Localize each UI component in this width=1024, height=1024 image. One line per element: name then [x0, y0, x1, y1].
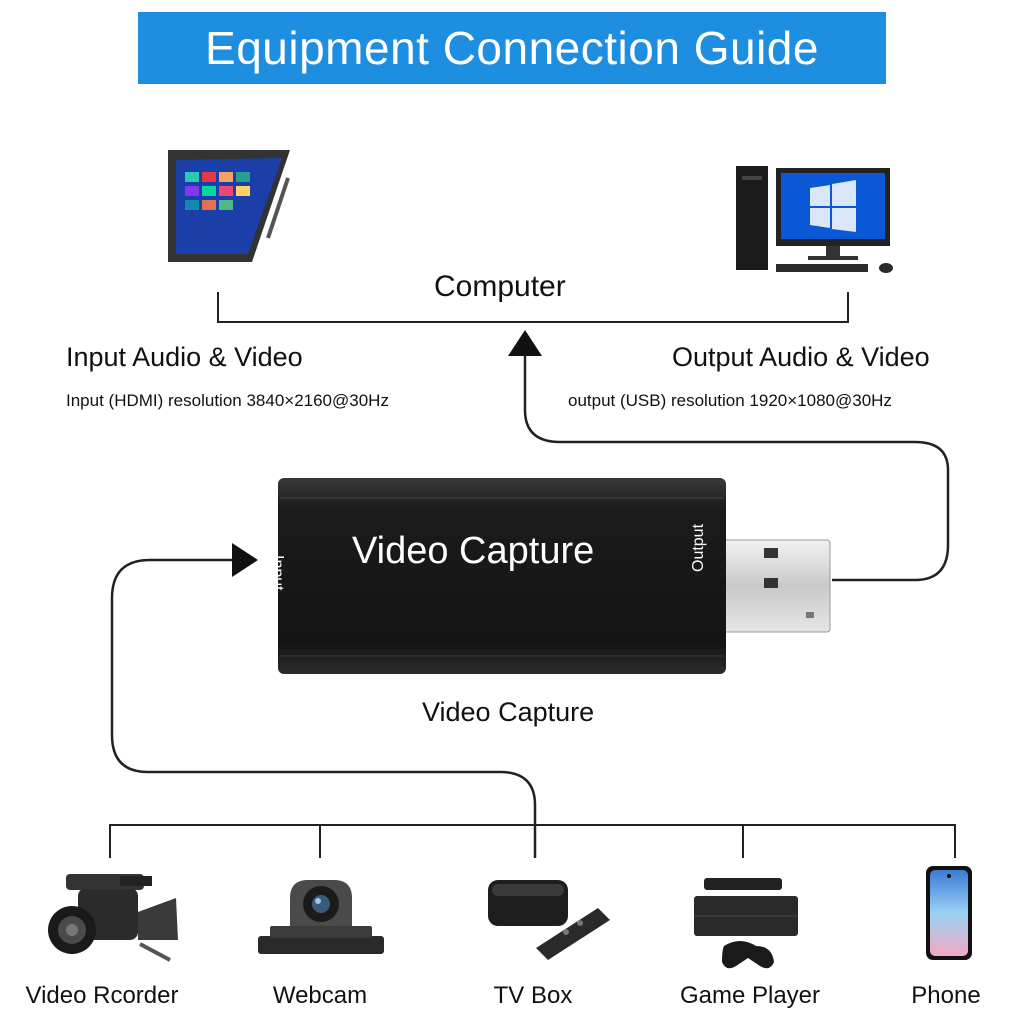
source-label-game-player: Game Player — [679, 982, 821, 1009]
input-cable — [110, 558, 537, 858]
sources-bus — [109, 824, 956, 858]
input-heading: Input Audio & Video — [66, 342, 303, 372]
output-cable — [523, 350, 950, 582]
source-label-webcam: Webcam — [272, 982, 368, 1009]
source-label-video-recorder: Video Rcorder — [25, 982, 179, 1009]
input-arrow — [232, 543, 258, 577]
title-banner: Equipment Connection Guide — [138, 12, 886, 84]
source-label-phone: Phone — [911, 982, 981, 1009]
input-detail: Input (HDMI) resolution 3840×2160@30Hz — [66, 391, 389, 410]
page-title: Equipment Connection Guide — [205, 22, 819, 74]
output-detail: output (USB) resolution 1920×1080@30Hz — [568, 391, 892, 410]
output-arrow — [508, 330, 542, 356]
source-label-tv-box: TV Box — [493, 982, 573, 1009]
capture-caption: Video Capture — [422, 697, 595, 727]
output-heading: Output Audio & Video — [672, 342, 930, 372]
capture-body — [278, 478, 726, 674]
computer-label: Computer — [434, 270, 566, 303]
capture-body-text: Video Capture — [352, 530, 595, 572]
computer-bracket — [217, 292, 849, 323]
